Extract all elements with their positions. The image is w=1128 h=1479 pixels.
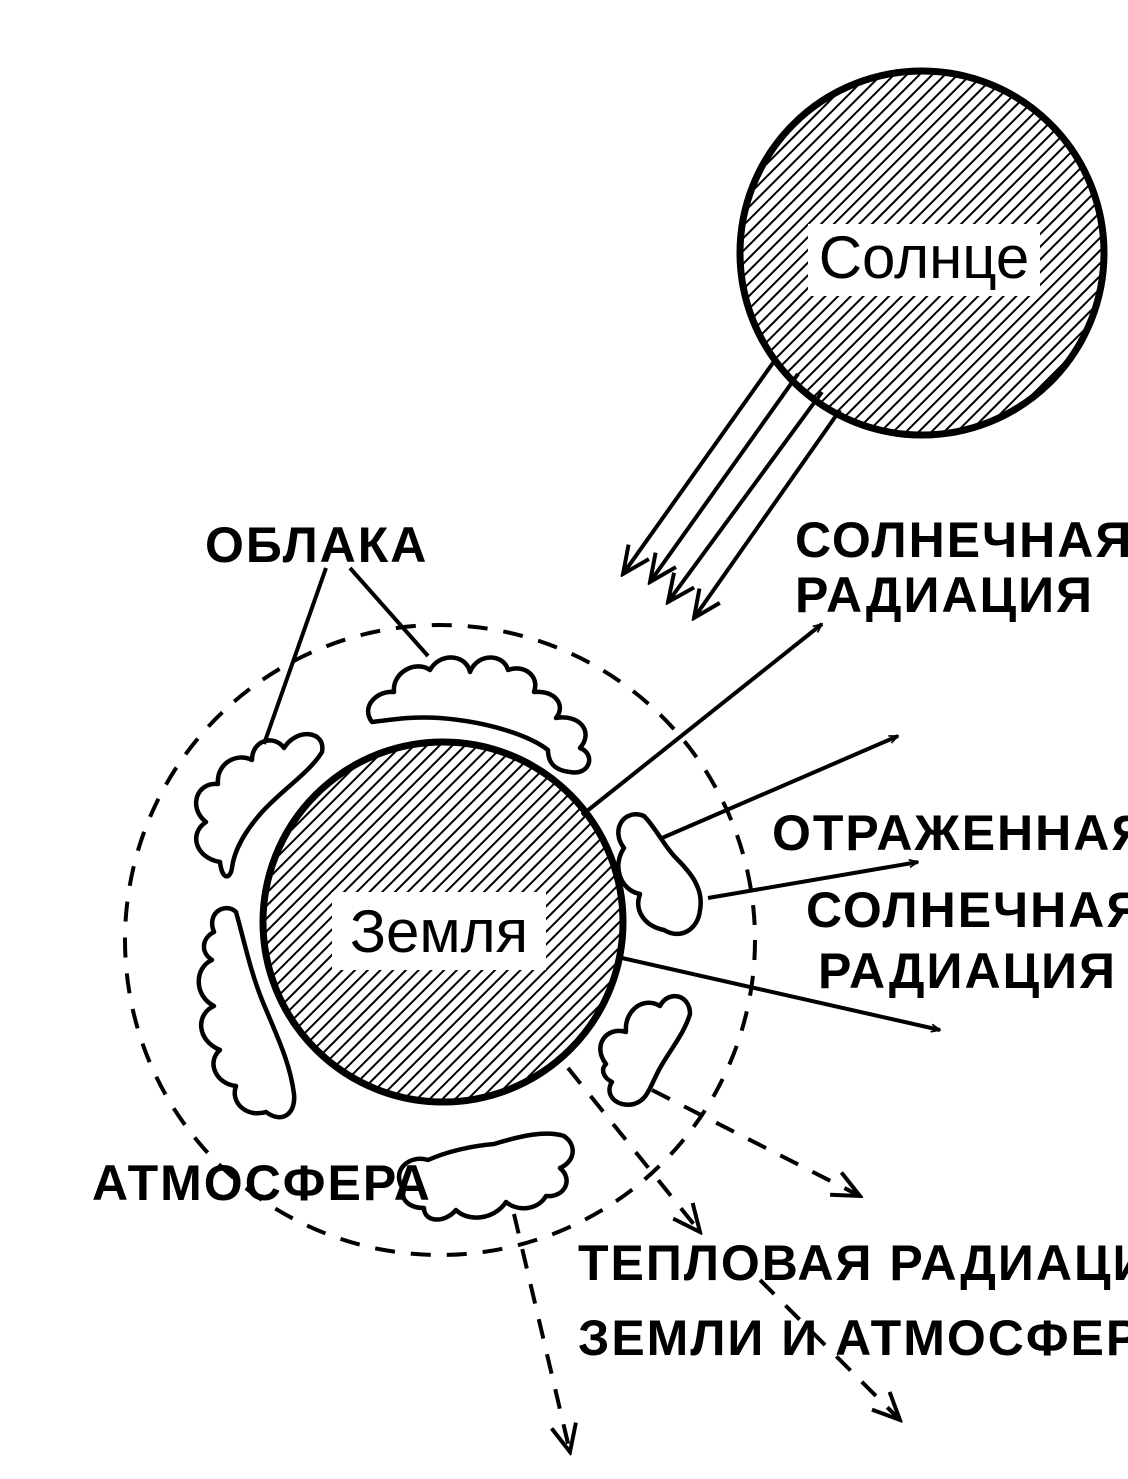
earth-label-bg: [332, 892, 546, 970]
solar-radiation-arrows: [623, 358, 842, 618]
solar-ray-2: [650, 372, 800, 582]
cloud-top: [365, 655, 592, 775]
atmosphere-boundary: [123, 623, 757, 1257]
atmosphere-label: АТМОСФЕРА: [92, 1155, 432, 1211]
solar-radiation-label-line2: РАДИАЦИЯ: [795, 567, 1094, 623]
clouds-leaders: [262, 566, 430, 745]
earth: Земля: [259, 738, 627, 1106]
thermal-ray-4: [512, 1213, 570, 1452]
clouds-leader-2: [262, 567, 328, 745]
thermal-radiation-label-line2: ЗЕМЛИ И АТМОСФЕРЫ: [578, 1310, 1128, 1366]
clouds-label: ОБЛАКА: [205, 517, 428, 573]
reflected-radiation-arrows: [580, 622, 940, 1030]
cloud-bottom: [396, 1131, 575, 1222]
sun: Солнце: [736, 67, 1108, 439]
cloud-left: [196, 905, 297, 1120]
reflected-ray-1: [580, 622, 822, 817]
solar-radiation-label-line1: СОЛНЕЧНАЯ: [795, 512, 1128, 568]
clouds: [193, 655, 703, 1222]
earth-label: Земля: [350, 898, 528, 965]
cloud-right-upper: [616, 812, 703, 937]
reflected-ray-2: [661, 734, 898, 840]
solar-ray-4: [694, 408, 842, 618]
clouds-leader-1: [348, 566, 430, 658]
thermal-radiation-label-line1: ТЕПЛОВАЯ РАДИАЦИЯ: [578, 1235, 1128, 1291]
solar-ray-3: [668, 390, 824, 602]
cloud-upper-left: [193, 731, 325, 879]
sun-label-bg: [808, 224, 1040, 296]
thermal-ray-1: [651, 1088, 860, 1196]
reflected-radiation-label-line3: РАДИАЦИЯ: [818, 943, 1117, 999]
solar-ray-1: [623, 358, 777, 574]
reflected-ray-3: [707, 862, 918, 900]
thermal-radiation-arrows: [512, 1066, 900, 1452]
reflected-ray-4: [621, 956, 940, 1030]
sun-label: Солнце: [819, 224, 1030, 291]
reflected-radiation-label-line2: СОЛНЕЧНАЯ: [806, 882, 1128, 938]
cloud-right-lower: [598, 993, 693, 1107]
reflected-radiation-label-line1: ОТРАЖЕННАЯ: [772, 805, 1128, 861]
